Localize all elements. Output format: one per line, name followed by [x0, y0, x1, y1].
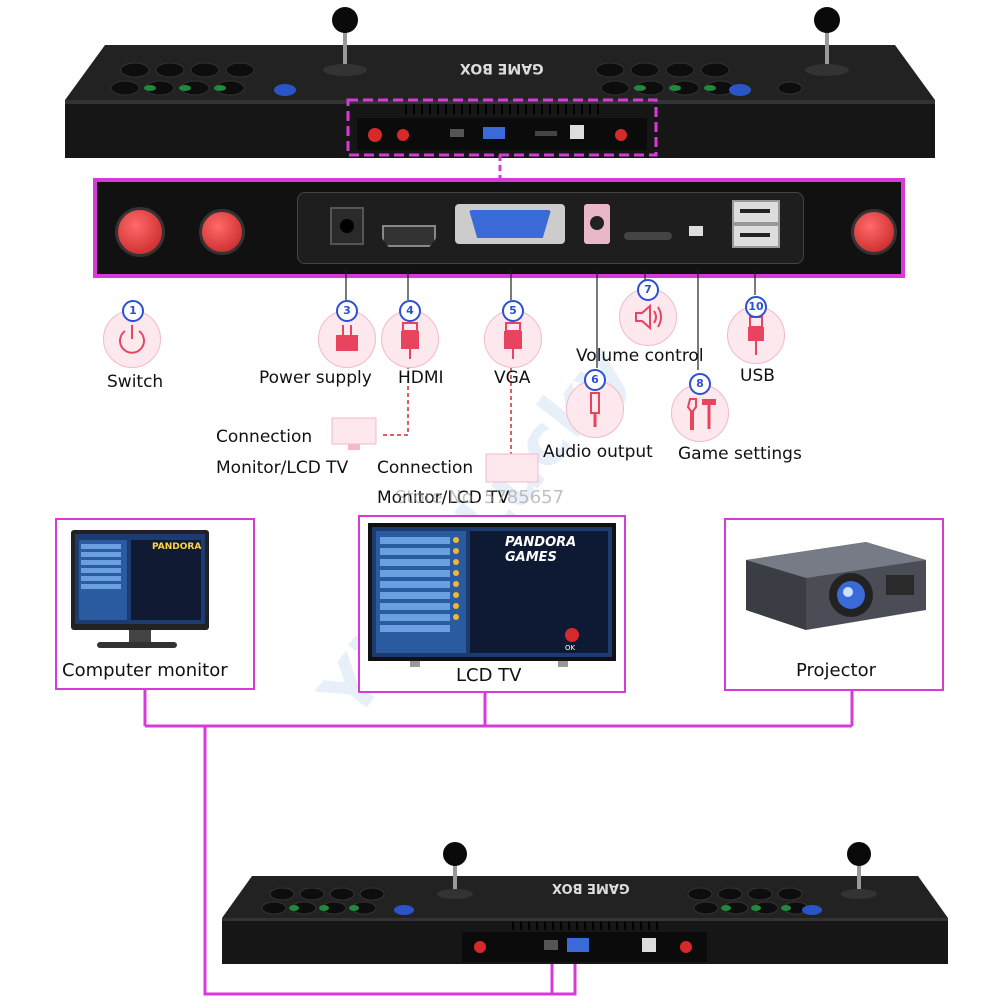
- port-panel: [93, 178, 905, 278]
- label-audio-output: Audio output: [543, 442, 653, 462]
- callout-7: 7: [637, 279, 659, 301]
- label-usb: USB: [740, 366, 775, 386]
- lcd-tv-screen-brand-2: GAMES: [505, 550, 557, 565]
- label-game-settings: Game settings: [678, 444, 802, 464]
- projector-box: Projector: [724, 518, 944, 691]
- callout-5: 5: [502, 300, 524, 322]
- connection-2-line2: Monitor/LCD TV: [377, 488, 510, 508]
- connection-1-line1: Connection: [216, 427, 313, 447]
- bottom-console: GAME BOX: [222, 840, 948, 980]
- label-hdmi: HDMI: [398, 368, 444, 388]
- volume-control-slot: [624, 232, 672, 240]
- top-console: GAME BOX: [65, 0, 935, 170]
- connection-2-line1: Connection: [377, 458, 474, 478]
- label-vga: VGA: [494, 368, 531, 388]
- computer-monitor-box: PANDORA Computer monitor: [55, 518, 255, 690]
- monitor-icon-2: [485, 453, 539, 483]
- top-console-body: [65, 7, 935, 158]
- computer-monitor-screen-brand: PANDORA: [152, 542, 202, 552]
- vga-icon-circle: [484, 310, 542, 368]
- audio-output-port: [584, 204, 610, 244]
- lcd-tv-image: [368, 523, 616, 667]
- callout-8: 8: [689, 373, 711, 395]
- game-settings-port: [689, 226, 703, 236]
- lcd-tv-ok-button: OK: [565, 644, 576, 652]
- hdmi-port: [382, 225, 436, 247]
- store-number: Store No. 5785657: [395, 487, 565, 508]
- bottom-console-body: [222, 842, 948, 964]
- audio-jack-icon: [590, 392, 600, 427]
- label-switch: Switch: [107, 372, 164, 392]
- top-console-logo: GAME BOX: [460, 60, 544, 76]
- vga-plug-icon: [504, 322, 522, 359]
- usb-port-top: [732, 200, 780, 224]
- panel-connector: [498, 155, 502, 179]
- label-power-supply: Power supply: [259, 368, 372, 388]
- computer-monitor-image: [71, 530, 209, 648]
- callout-6: 6: [584, 369, 606, 391]
- callout-3: 3: [336, 300, 358, 322]
- connection-1-line2: Monitor/LCD TV: [216, 458, 349, 478]
- lcd-tv-screen-brand: PANDORA: [505, 535, 577, 550]
- bottom-console-logo: GAME BOX: [552, 880, 630, 895]
- hdmi-plug-icon: [401, 322, 419, 359]
- switch-button-right[interactable]: [851, 209, 897, 255]
- callout-10: 10: [745, 296, 767, 318]
- lcd-tv-box: PANDORA GAMES OK LCD TV: [358, 515, 626, 693]
- wrench-screwdriver-icon: [686, 398, 716, 430]
- vga-port: [455, 204, 565, 244]
- leader-lines: [345, 270, 756, 455]
- power-icon: [119, 325, 145, 354]
- callout-4: 4: [399, 300, 421, 322]
- usb-port-bottom: [732, 224, 780, 248]
- projector-image: [746, 542, 926, 630]
- callout-1: 1: [122, 300, 144, 322]
- plug-icon: [336, 325, 358, 351]
- connection-tree: [143, 690, 854, 996]
- label-projector: Projector: [796, 660, 876, 681]
- label-computer-monitor: Computer monitor: [62, 660, 228, 681]
- dc-power-port: [330, 207, 364, 245]
- switch-button-left[interactable]: [115, 207, 165, 257]
- monitor-icon: [331, 417, 377, 450]
- speaker-icon: [635, 303, 662, 331]
- label-volume-control: Volume control: [576, 346, 704, 366]
- switch-button-2[interactable]: [199, 209, 245, 255]
- label-lcd-tv: LCD TV: [456, 665, 522, 686]
